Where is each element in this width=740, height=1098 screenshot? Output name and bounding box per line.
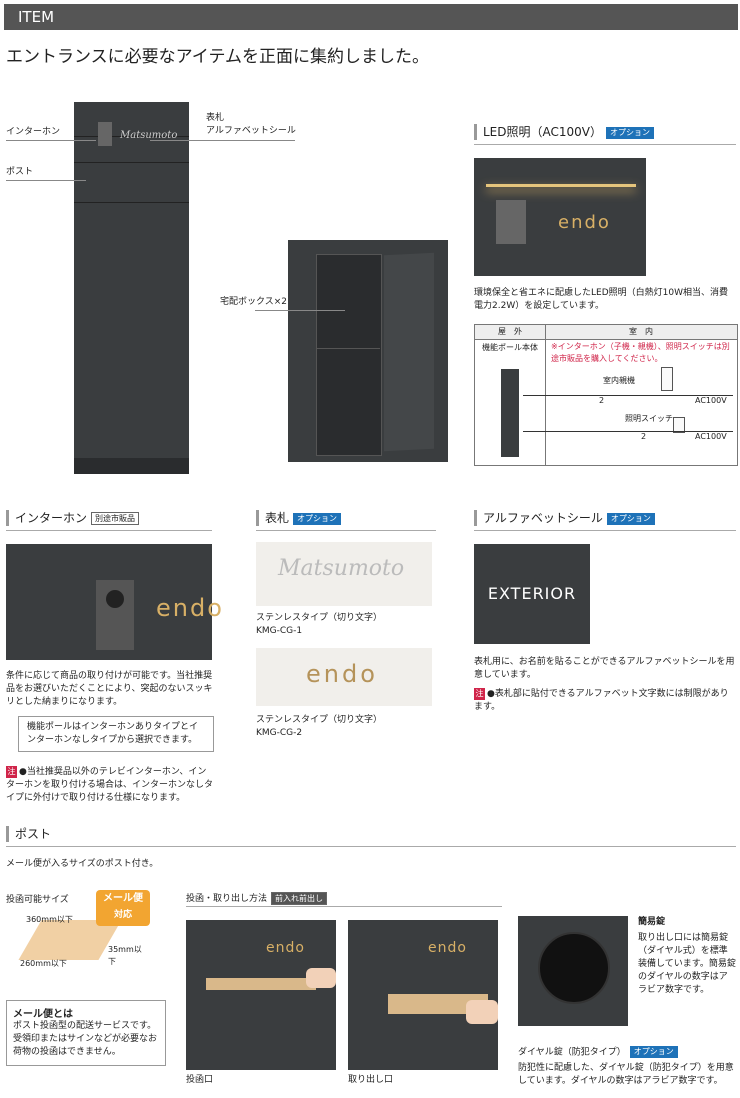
intercom-photo-name: endo	[156, 594, 224, 622]
intercom-tag: 別途市販品	[91, 512, 140, 525]
dial-desc: 防犯性に配慮した、ダイヤル錠（防犯タイプ）を用意しています。ダイヤルの数字はアラ…	[518, 1063, 734, 1086]
mail-badge: メール便 対応	[96, 890, 150, 926]
nameplate-title: 表札オプション	[256, 510, 342, 526]
nameplate-option-badge: オプション	[293, 512, 342, 525]
label-intercom: インターホン	[6, 127, 61, 137]
dim-depth: 260mm以下	[20, 959, 67, 968]
led-desc: 環境保全と省エネに配慮したLED照明（白熱灯10W相当、消費電力2.2W）を設定…	[474, 288, 728, 311]
label-delivery: 宅配ボックス×2	[220, 297, 287, 307]
lock-title: 簡易錠	[638, 917, 666, 927]
wiring-table: 屋 外 室 内 機能ポール本体 ※インターホン（子機・親機）、照明スイッチは別途…	[474, 324, 738, 466]
pole-nameplate-script: Matsumoto	[120, 130, 178, 141]
nameplate-1-code: KMG-CG-1	[256, 626, 303, 636]
switch-label: 照明スイッチ	[625, 414, 673, 423]
lead-text: エントランスに必要なアイテムを正面に集約しました。	[6, 47, 429, 67]
nameplate-2-code: KMG-CG-2	[256, 728, 303, 738]
alpha-photo: EXTERIOR	[474, 544, 590, 644]
post-desc: メール便が入るサイズのポスト付き。	[6, 859, 159, 869]
intercom-photo: endo	[6, 544, 222, 660]
intercom-boxed: 機能ポールはインターホンありタイプとインターホンなしタイプから選択できます。	[18, 716, 214, 752]
table-note: ※インターホン（子機・親機）、照明スイッチは別途市販品を購入してください。	[551, 342, 730, 363]
dial-lock-photo	[518, 916, 628, 1026]
alpha-title: アルファベットシールオプション	[474, 510, 655, 526]
led-title: LED照明（AC100V）オプション	[474, 124, 654, 140]
section-header: ITEM	[4, 4, 738, 30]
nameplate-photo-2: endo	[256, 648, 432, 706]
size-title: 投函可能サイズ	[6, 895, 69, 905]
led-photo: endo	[474, 158, 646, 276]
dim-height: 35mm以下	[108, 945, 142, 966]
nameplate-photo-1: Matsumoto	[256, 542, 432, 606]
intercom-note: 注●当社推奨品以外のテレビインターホン、インターホンを取り付ける場合は、インター…	[6, 766, 214, 803]
dial-title: ダイヤル錠（防犯タイプ）オプション	[518, 1046, 678, 1060]
intercom-title: インターホン別途市販品	[6, 510, 140, 526]
led-option-badge: オプション	[606, 126, 654, 139]
caption-in: 投函口	[186, 1075, 214, 1085]
label-nameplate: 表札	[206, 113, 225, 123]
ac-label-1: AC100V	[695, 396, 727, 405]
room-unit-label: 室内親機	[603, 376, 635, 385]
led-photo-name: endo	[558, 212, 611, 233]
alpha-note: 注●表札部に貼付できるアルファベット文字数には制限があります。	[474, 688, 729, 712]
post-photo-in: endo	[186, 920, 336, 1070]
ac-label-2: AC100V	[695, 432, 727, 441]
intercom-desc: 条件に応じて商品の取り付けが可能です。当社推奨品をお選びいただくことにより、突起…	[6, 671, 213, 707]
envelope-illustration	[18, 920, 122, 960]
post-title: ポスト	[6, 826, 51, 842]
caption-out: 取り出し口	[348, 1075, 394, 1085]
label-post: ポスト	[6, 167, 34, 177]
method-title: 投函・取り出し方法前入れ前出し	[186, 892, 328, 906]
table-head-outdoor: 屋 外	[498, 327, 522, 336]
alpha-desc: 表札用に、お名前を貼ることができるアルファベットシールを用意しています。	[474, 657, 735, 680]
dial-option-badge: オプション	[629, 1046, 678, 1058]
label-alpha-seal: アルファベットシール	[206, 126, 296, 136]
nameplate-1-label: ステンレスタイプ（切り文字）	[256, 613, 383, 623]
nameplate-2-label: ステンレスタイプ（切り文字）	[256, 715, 383, 725]
lock-desc: 取り出し口には簡易錠（ダイヤル式）を標準装備しています。簡易錠のダイヤルの数字は…	[638, 933, 736, 995]
mail-info-box: メール便とは ポスト投函型の配送サービスです。受領印またはサインなどが必要なお荷…	[6, 1000, 166, 1066]
dim-width: 360mm以下	[26, 915, 73, 924]
table-col-outdoor: 機能ポール本体	[482, 343, 538, 352]
post-photo-out: endo	[348, 920, 498, 1070]
table-head-indoor: 室 内	[629, 327, 653, 336]
delivery-box-illustration	[288, 240, 448, 462]
method-tag: 前入れ前出し	[271, 892, 328, 905]
alpha-option-badge: オプション	[606, 512, 655, 525]
main-pole-illustration: Matsumoto	[60, 102, 200, 477]
